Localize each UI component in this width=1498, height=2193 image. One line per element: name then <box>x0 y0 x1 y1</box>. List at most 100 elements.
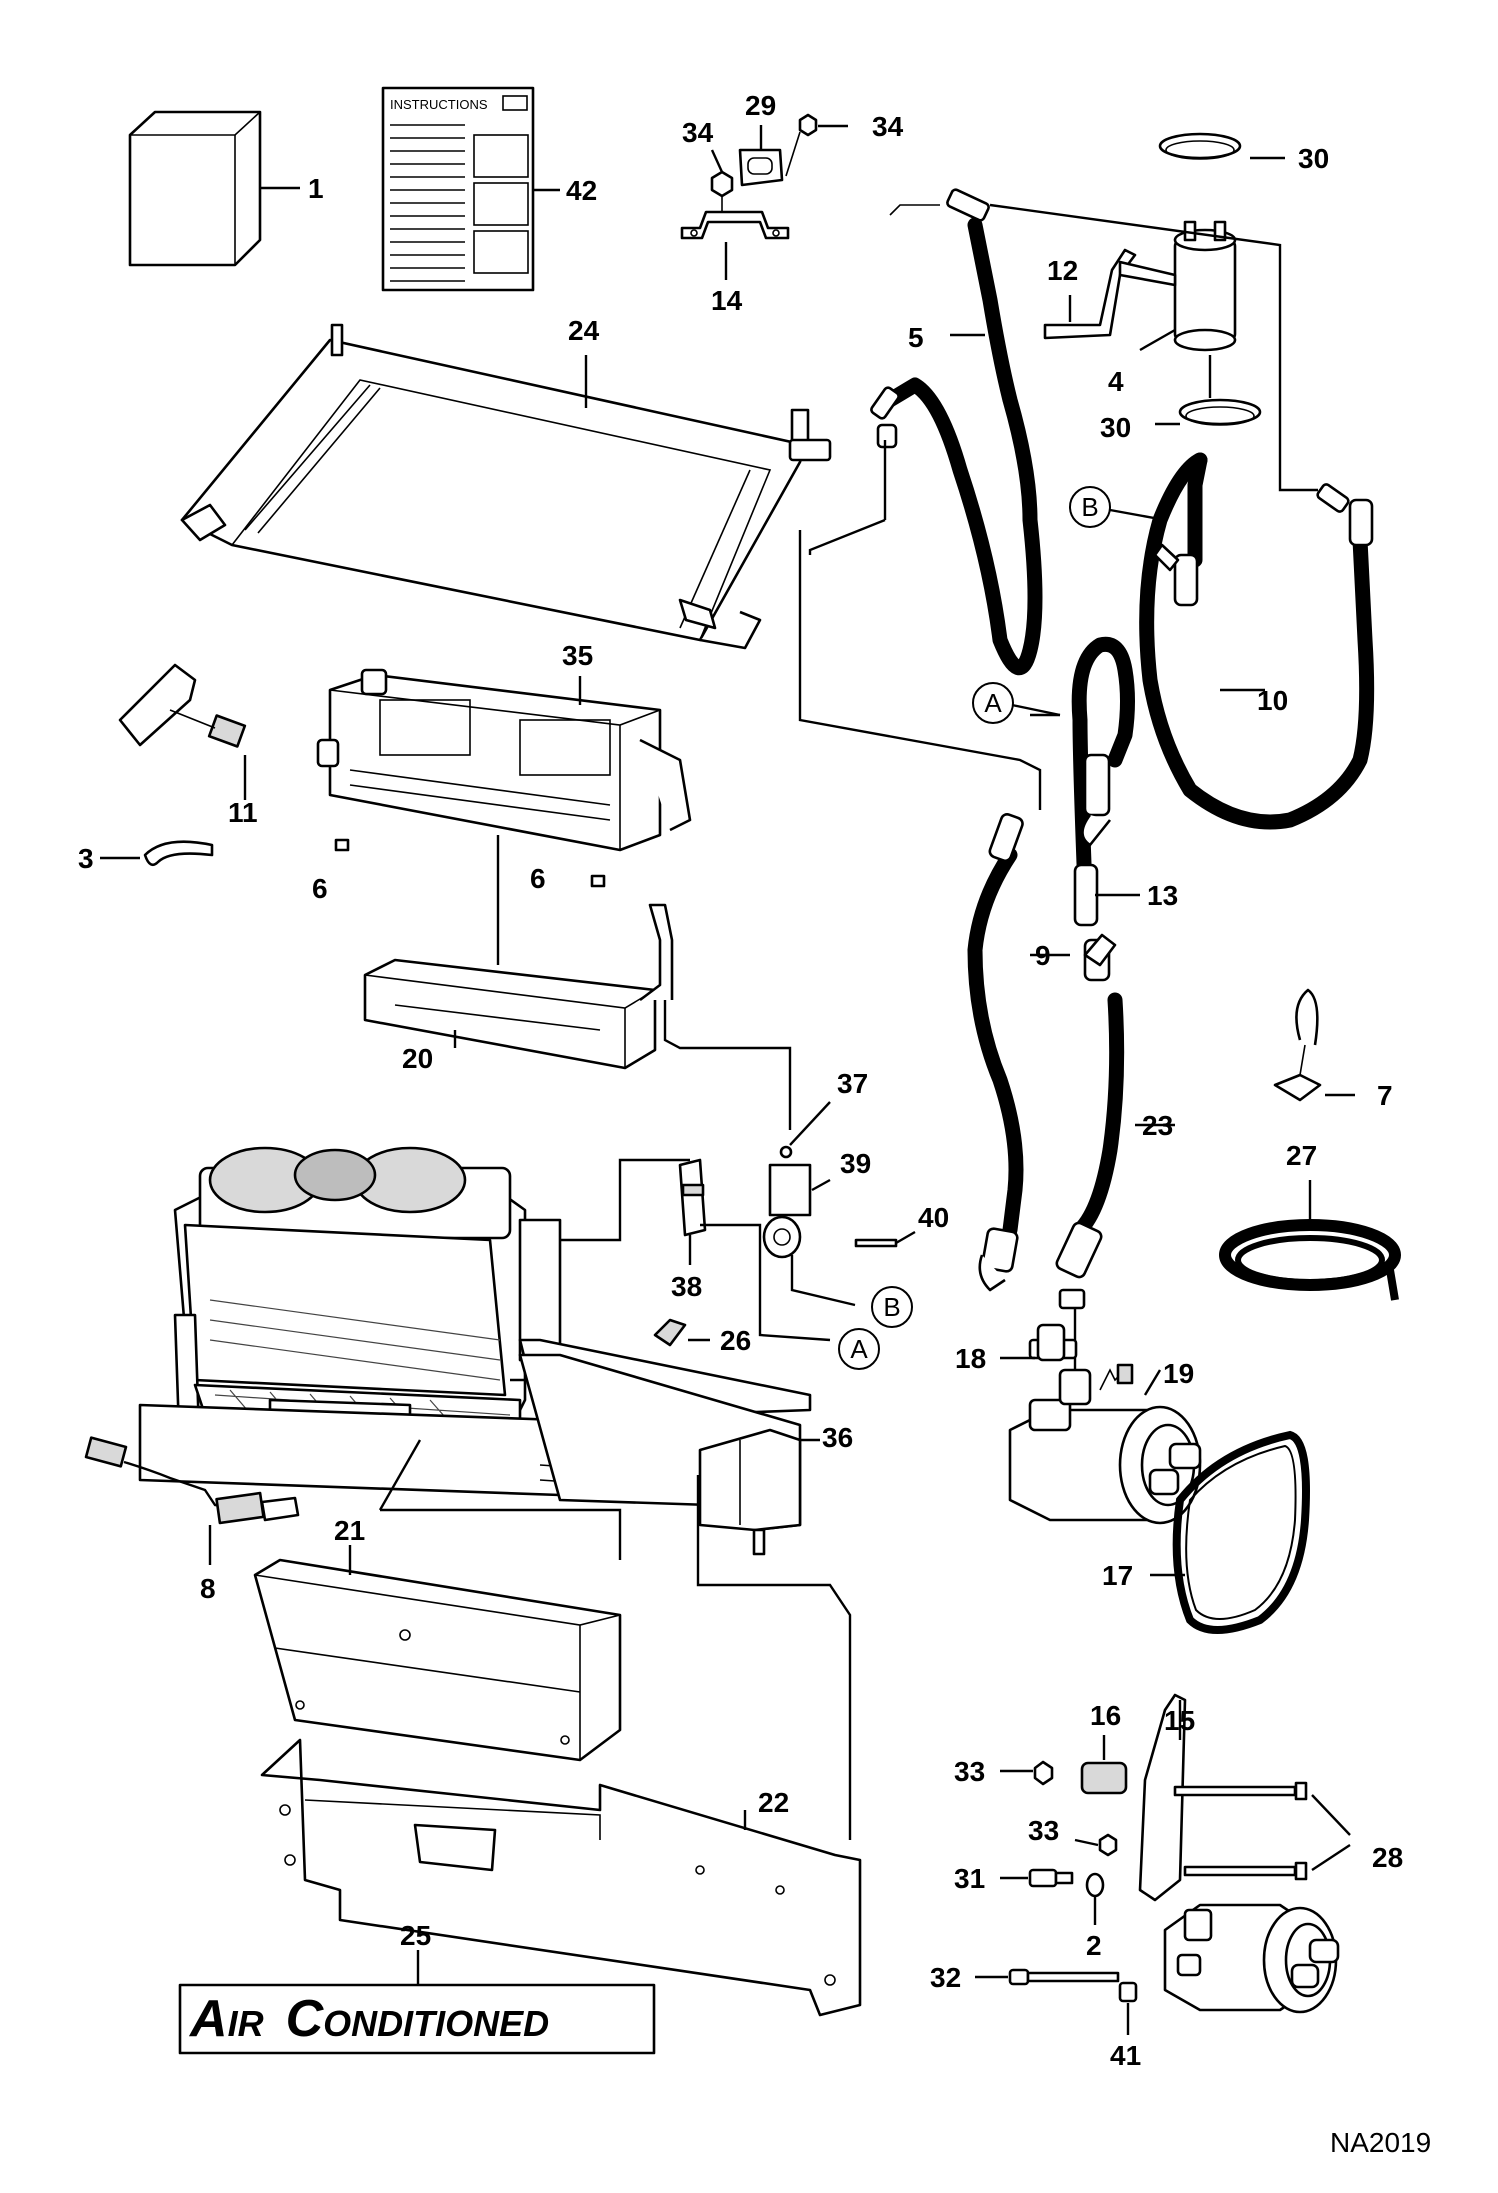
connector-B-bottom-label: B <box>883 1292 900 1322</box>
decal-word1-initial: A <box>188 1990 228 2048</box>
part-2-washer <box>1085 1872 1105 1925</box>
part-12-bracket <box>1043 248 1177 340</box>
connector-A-bottom-label: A <box>850 1334 868 1364</box>
part-17-belt <box>1150 1430 1310 1634</box>
part-8-harness <box>84 1436 300 1565</box>
callout-33a: 33 <box>954 1756 985 1787</box>
callout-14: 14 <box>711 285 743 316</box>
mount-compressor <box>1163 1903 1340 2014</box>
part-36-duct <box>518 1353 852 1840</box>
callout-13: 13 <box>1147 880 1178 911</box>
callout-38: 38 <box>671 1271 702 1302</box>
hose-13 <box>1030 636 1140 927</box>
part-39-valve-block <box>700 1163 856 1342</box>
part-30-clamp-bottom <box>1155 355 1262 426</box>
callout-30a: 30 <box>1298 143 1329 174</box>
connector-A-top-label: A <box>984 688 1002 718</box>
callout-28: 28 <box>1372 1842 1403 1873</box>
part-38-bracket <box>678 1158 707 1265</box>
instructions-header: INSTRUCTIONS <box>390 97 488 112</box>
callout-11: 11 <box>228 797 258 828</box>
part-24-condenser <box>180 323 832 650</box>
part-7-clip <box>1273 988 1355 1102</box>
part-20-heater-core <box>363 903 792 1130</box>
callout-35: 35 <box>562 640 593 671</box>
callout-6b: 6 <box>530 863 546 894</box>
callout-3: 3 <box>78 843 94 874</box>
callout-12: 12 <box>1047 255 1078 286</box>
part-34-nut-left <box>710 149 734 212</box>
callout-29: 29 <box>745 90 776 121</box>
callout-42: 42 <box>566 175 597 206</box>
part-40-bolt <box>854 1230 916 1248</box>
callout-40: 40 <box>918 1202 949 1233</box>
part-1-box <box>128 110 300 267</box>
callout-22: 22 <box>758 1787 789 1818</box>
connector-B-top <box>1069 486 1111 528</box>
callout-2: 2 <box>1086 1930 1102 1961</box>
part-22-mounting-plate <box>260 1738 862 2017</box>
part-25-decal: AIR CONDITIONED <box>178 1950 656 2055</box>
hose-23 <box>1055 933 1175 1375</box>
callout-26: 26 <box>720 1325 751 1356</box>
callout-24: 24 <box>568 315 600 346</box>
callout-8: 8 <box>200 1573 216 1604</box>
part-35-evaporator-housing <box>316 668 692 965</box>
part-42-instructions-card: INSTRUCTIONS <box>381 86 560 292</box>
part-4-receiver-drier <box>1139 220 1237 352</box>
part-32-bolt <box>975 1968 1120 1986</box>
callout-41: 41 <box>1110 2040 1141 2071</box>
callout-5: 5 <box>908 322 924 353</box>
callout-20: 20 <box>402 1043 433 1074</box>
callout-4: 4 <box>1108 366 1124 397</box>
connector-B-top-label: B <box>1081 492 1098 522</box>
part-41-nut <box>1118 1981 1138 2035</box>
callout-32: 32 <box>930 1962 961 1993</box>
part-16-spacer <box>1080 1735 1128 1795</box>
part-27-cable <box>1219 1180 1401 1301</box>
callout-10: 10 <box>1257 685 1288 716</box>
part-26-clip <box>653 1318 710 1347</box>
connector-B-bottom <box>871 1286 913 1328</box>
callout-37: 37 <box>837 1068 868 1099</box>
part-28-bolt-top <box>1173 1781 1308 1801</box>
callout-18: 18 <box>955 1343 986 1374</box>
connector-A-top <box>972 682 1014 724</box>
callout-19: 19 <box>1163 1358 1194 1389</box>
callout-9: 9 <box>1035 940 1051 971</box>
callout-36: 36 <box>822 1422 853 1453</box>
callout-15: 15 <box>1164 1705 1195 1736</box>
connector-A-bottom <box>838 1328 880 1370</box>
callout-7: 7 <box>1377 1080 1393 1111</box>
connector-labels: B A B A <box>838 486 1166 1370</box>
part-33-nut-mid <box>1074 1833 1118 1857</box>
callout-16: 16 <box>1090 1700 1121 1731</box>
part-11-switch <box>118 663 247 800</box>
callout-34a: 34 <box>682 117 714 148</box>
callout-34b: 34 <box>872 111 904 142</box>
part-18-fitting <box>1000 1323 1066 1362</box>
callout-17: 17 <box>1102 1560 1133 1591</box>
callout-39: 39 <box>840 1148 871 1179</box>
callout-1: 1 <box>308 173 324 204</box>
part-29-clamp <box>738 125 784 187</box>
decal-word2-rest: ONDITIONED <box>323 2003 549 2044</box>
callout-27: 27 <box>1286 1140 1317 1171</box>
hose-5 <box>808 188 1043 676</box>
part-37-orings <box>779 1101 831 1159</box>
decal-word1-rest: IR <box>228 2003 264 2044</box>
callout-25: 25 <box>400 1920 431 1951</box>
part-3-cable-tie <box>100 840 214 867</box>
callout-23: 23 <box>1142 1110 1173 1141</box>
callout-30b: 30 <box>1100 412 1131 443</box>
part-31-bolt <box>1000 1868 1074 1888</box>
part-34-nut-right <box>785 113 848 177</box>
callout-33b: 33 <box>1028 1815 1059 1846</box>
callout-6a: 6 <box>312 873 328 904</box>
callout-labels: 1 42 29 34 34 14 30 12 5 4 30 24 35 10 1… <box>78 90 1403 2071</box>
hose-10 <box>989 203 1375 830</box>
decal-word2-initial: C <box>286 1990 325 2048</box>
figure-id: NA2019 <box>1330 2127 1431 2158</box>
